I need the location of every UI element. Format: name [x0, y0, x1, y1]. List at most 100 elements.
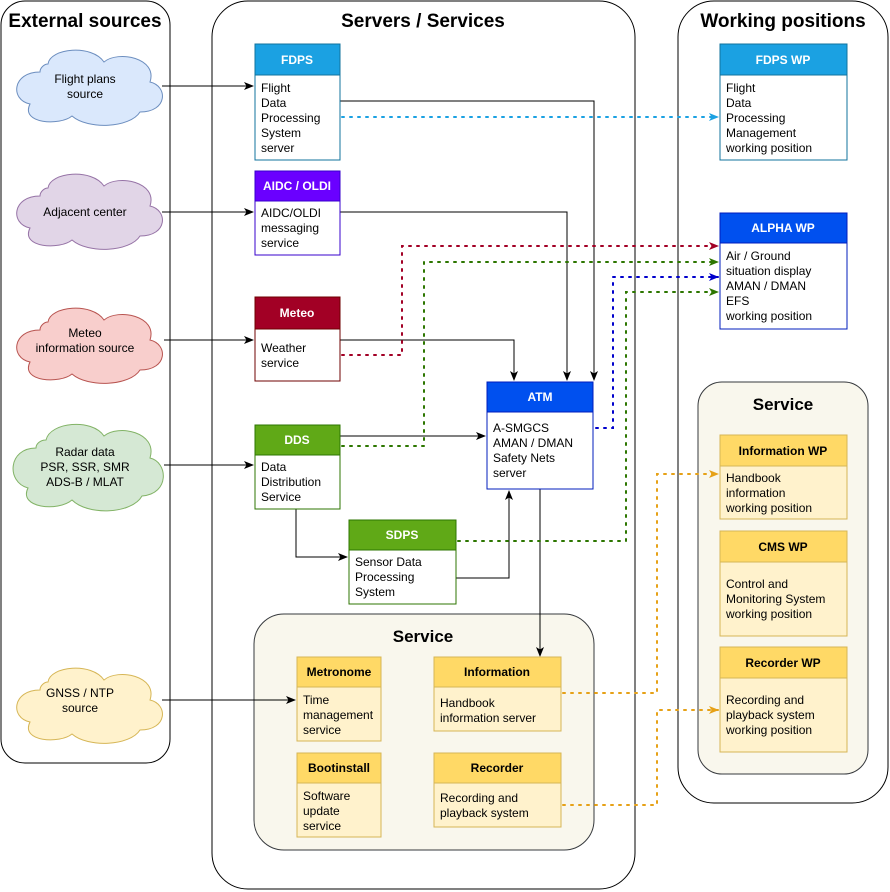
- service-panel-right-title: Service: [753, 395, 814, 414]
- sdps-to-atm-arrow: [456, 490, 513, 579]
- meteo-source-label-1: Meteo: [68, 326, 102, 340]
- radar-data-cloud: Radar data PSR, SSR, SMR ADS-B / MLAT: [12, 423, 164, 512]
- information-wp-box[interactable]: Information WP Handbook information work…: [719, 434, 848, 520]
- external-sources-title: External sources: [8, 11, 161, 32]
- adjacent-center-cloud: Adjacent center: [16, 173, 163, 250]
- fdps-line-5: server: [261, 141, 294, 155]
- fdps-wp-box[interactable]: FDPS WP Flight Data Processing Managemen…: [719, 43, 848, 161]
- fdps-wp-line-4: Management: [726, 126, 797, 140]
- alpha-wp-line-4: EFS: [726, 294, 749, 308]
- meteo-line-1: Weather: [261, 341, 306, 355]
- dds-line-2: Distribution: [261, 475, 321, 489]
- fdps-title: FDPS: [281, 53, 313, 67]
- sdps-to-alpha-wp-link: [457, 288, 719, 542]
- radar-data-label-3: ADS-B / MLAT: [46, 475, 124, 489]
- radar-data-label-2: PSR, SSR, SMR: [40, 460, 130, 474]
- meteo-to-atm-arrow: [340, 339, 518, 381]
- flight-plans-source-cloud: Flight plans source: [16, 49, 163, 126]
- fdps-to-atm-arrow: [340, 100, 598, 381]
- dds-line-3: Service: [261, 490, 301, 504]
- information-title: Information: [464, 665, 530, 679]
- aidc-line-2: messaging: [261, 221, 319, 235]
- recorder-wp-line-1: Recording and: [726, 693, 804, 707]
- recorder-wp-title: Recorder WP: [745, 656, 820, 670]
- alpha-wp-box[interactable]: ALPHA WP Air / Ground situation display …: [719, 212, 848, 330]
- flight-plans-source-label-2: source: [67, 87, 103, 101]
- fdps-line-3: Processing: [261, 111, 320, 125]
- aidc-to-atm-arrow: [340, 211, 571, 381]
- bootinstall-line-3: service: [303, 819, 341, 833]
- sdps-line-3: System: [355, 585, 395, 599]
- atm-line-3: Safety Nets: [493, 451, 555, 465]
- connectors: [162, 82, 719, 806]
- recorder-line-1: Recording and: [440, 791, 518, 805]
- metronome-box[interactable]: Metronome Time management service: [296, 656, 382, 742]
- bootinstall-title: Bootinstall: [308, 761, 370, 775]
- dds-to-alpha-wp-link: [341, 258, 719, 447]
- meteo-source-label-2: information source: [36, 341, 135, 355]
- fdps-box[interactable]: FDPS Flight Data Processing System serve…: [254, 43, 341, 161]
- sdps-line-2: Processing: [355, 570, 414, 584]
- atm-line-4: server: [493, 466, 526, 480]
- information-wp-line-1: Handbook: [726, 471, 782, 485]
- bootinstall-line-2: update: [303, 804, 340, 818]
- information-line-1: Handbook: [440, 696, 496, 710]
- dds-to-sdps-arrow: [295, 509, 348, 561]
- atm-to-alpha-wp-link: [595, 273, 719, 429]
- recorder-wp-line-3: working position: [725, 723, 812, 737]
- cms-wp-line-1: Control and: [726, 577, 788, 591]
- information-wp-line-3: working position: [725, 501, 812, 515]
- atm-title: ATM: [527, 390, 552, 404]
- bootinstall-box[interactable]: Bootinstall Software update service: [296, 752, 382, 838]
- fdps-wp-title: FDPS WP: [756, 53, 811, 67]
- metronome-line-3: service: [303, 723, 341, 737]
- working-positions-title: Working positions: [700, 11, 865, 32]
- alpha-wp-line-5: working position: [725, 309, 812, 323]
- information-line-2: information server: [440, 711, 536, 725]
- meteo-to-alpha-wp-link: [341, 242, 719, 356]
- sdps-title: SDPS: [386, 528, 419, 542]
- fdps-wp-line-5: working position: [725, 141, 812, 155]
- adjacent-center-label: Adjacent center: [43, 205, 126, 219]
- aidc-oldi-title: AIDC / OLDI: [263, 179, 331, 193]
- recorder-to-recorder-wp-link: [562, 706, 719, 806]
- information-wp-title: Information WP: [739, 444, 828, 458]
- alpha-wp-title: ALPHA WP: [751, 221, 815, 235]
- metronome-title: Metronome: [307, 665, 372, 679]
- atm-line-2: AMAN / DMAN: [493, 436, 573, 450]
- bootinstall-line-1: Software: [303, 789, 351, 803]
- sdps-box[interactable]: SDPS Sensor Data Processing System: [348, 519, 457, 605]
- sdps-line-1: Sensor Data: [355, 555, 422, 569]
- cms-wp-title: CMS WP: [758, 540, 807, 554]
- servers-title: Servers / Services: [341, 11, 505, 32]
- alpha-wp-line-2: situation display: [726, 264, 811, 278]
- dds-box[interactable]: DDS Data Distribution Service: [254, 424, 341, 510]
- radar-data-label-1: Radar data: [55, 445, 115, 459]
- aidc-oldi-box[interactable]: AIDC / OLDI AIDC/OLDI messaging service: [254, 170, 341, 256]
- information-to-information-wp-link: [562, 470, 719, 694]
- metronome-line-2: management: [303, 708, 374, 722]
- dds-line-1: Data: [261, 460, 287, 474]
- fdps-line-2: Data: [261, 96, 287, 110]
- information-wp-line-2: information: [726, 486, 785, 500]
- cms-wp-line-2: Monitoring System: [726, 592, 825, 606]
- recorder-wp-box[interactable]: Recorder WP Recording and playback syste…: [719, 646, 848, 753]
- gnss-ntp-label-1: GNSS / NTP: [46, 686, 114, 700]
- gnss-ntp-source-cloud: GNSS / NTP source: [16, 667, 163, 744]
- fdps-line-4: System: [261, 126, 301, 140]
- cms-wp-box[interactable]: CMS WP Control and Monitoring System wor…: [719, 530, 848, 637]
- meteo-title: Meteo: [280, 306, 315, 320]
- information-box[interactable]: Information Handbook information server: [433, 656, 562, 732]
- recorder-box[interactable]: Recorder Recording and playback system: [433, 752, 562, 828]
- metronome-line-1: Time: [303, 693, 330, 707]
- fdps-wp-line-3: Processing: [726, 111, 785, 125]
- dds-title: DDS: [284, 433, 309, 447]
- atm-box[interactable]: ATM A-SMGCS AMAN / DMAN Safety Nets serv…: [486, 381, 594, 490]
- recorder-wp-line-2: playback system: [726, 708, 815, 722]
- flight-plans-source-label-1: Flight plans: [54, 72, 115, 86]
- meteo-box[interactable]: Meteo Weather service: [254, 296, 341, 382]
- fdps-line-1: Flight: [261, 81, 291, 95]
- aidc-line-1: AIDC/OLDI: [261, 206, 321, 220]
- meteo-source-cloud: Meteo information source: [16, 307, 163, 384]
